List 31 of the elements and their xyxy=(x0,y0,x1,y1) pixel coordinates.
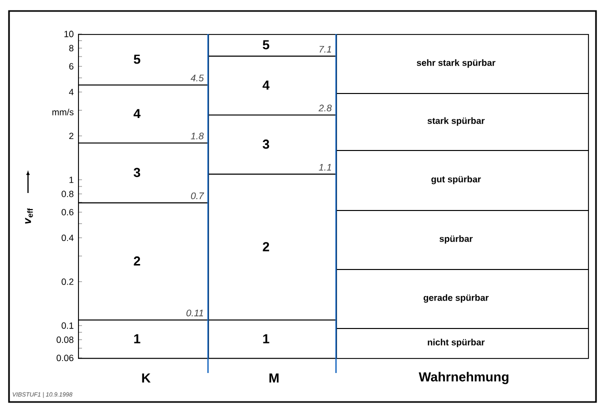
band-box: 3 0.7 xyxy=(78,142,209,204)
tick-label: 2 xyxy=(69,132,74,140)
perception-box: gerade spürbar xyxy=(336,269,589,329)
band-box: 5 7.1 xyxy=(208,34,337,57)
tick-label: 0.06 xyxy=(56,354,74,362)
axis-title: v$_{eff}$ xyxy=(25,208,33,224)
column-header: M xyxy=(269,374,279,382)
tick-label: 0.8 xyxy=(62,190,74,198)
tick-label: 4 xyxy=(69,88,74,96)
perception-box: stark spürbar xyxy=(336,93,589,151)
perception-box: gut spürbar xyxy=(336,150,589,211)
perception-box: nicht spürbar xyxy=(336,328,589,359)
tick-label: 10 xyxy=(64,30,74,38)
column-header: K xyxy=(142,374,151,382)
perception-box: spürbar xyxy=(336,210,589,270)
tick-label: 0.1 xyxy=(62,322,74,329)
column-header: Wahrnehmung xyxy=(418,372,508,384)
band-box: 4 2.8 xyxy=(208,56,337,116)
tick-label: mm/s xyxy=(52,108,74,116)
tick-label: 0.6 xyxy=(62,208,74,216)
band-box: 5 4.5 xyxy=(78,34,209,86)
band-box: 3 1.1 xyxy=(208,114,337,175)
band-box: 1 xyxy=(208,320,337,359)
tick-label: 0.08 xyxy=(56,336,74,343)
band-box: 4 1.8 xyxy=(78,84,209,144)
band-box: 1 xyxy=(78,320,209,359)
tick-label: 6 xyxy=(69,63,74,70)
band-box: 2 0.11 xyxy=(78,202,209,320)
tick-label: 1 xyxy=(70,176,74,183)
perception-box: sehr stark spürbar xyxy=(336,34,589,94)
band-box: 2 xyxy=(208,174,337,320)
